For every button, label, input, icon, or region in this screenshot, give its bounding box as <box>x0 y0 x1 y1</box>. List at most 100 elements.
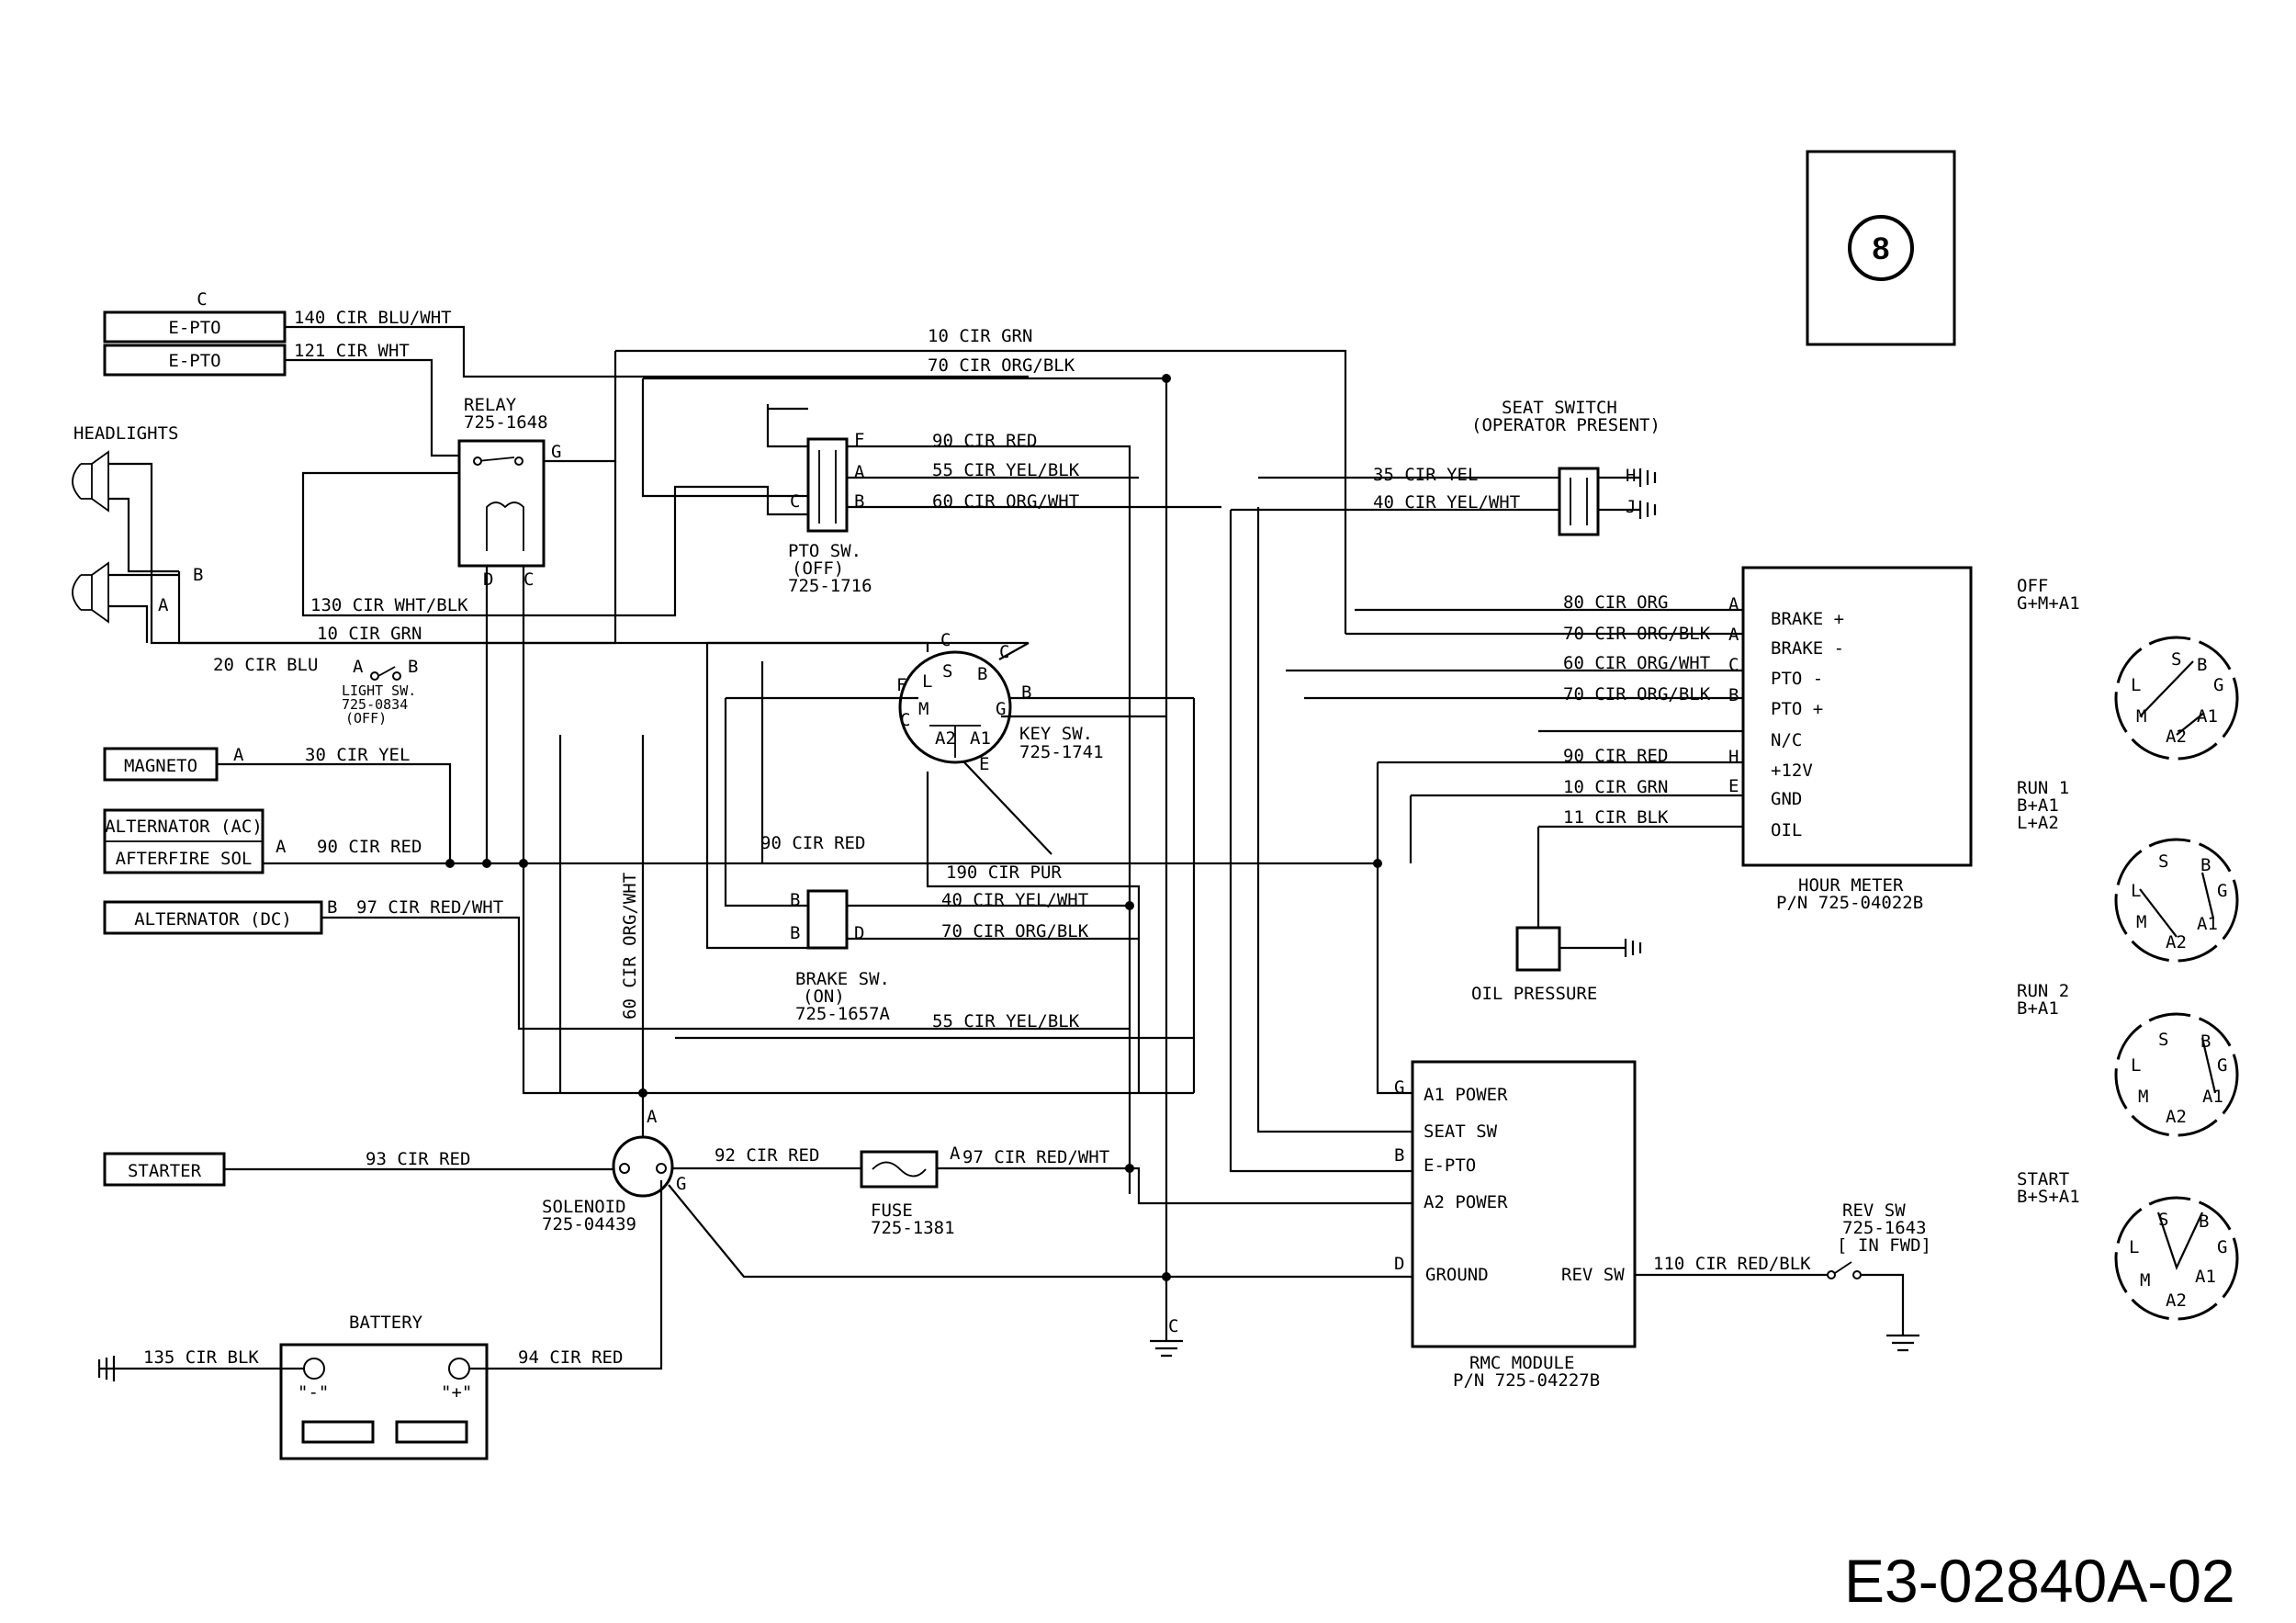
wire-55-low: 55 CIR YEL/BLK <box>932 1011 1080 1031</box>
headlight-2 <box>72 561 109 624</box>
oil-pressure-label: OIL PRESSURE <box>1471 984 1597 1004</box>
alternator-dc-label: ALTERNATOR (DC) <box>134 909 292 930</box>
key-pin-s: S <box>942 661 952 682</box>
brake-switch <box>806 889 849 950</box>
wire-97-fuse: 97 CIR RED/WHT <box>962 1147 1109 1167</box>
light-sw-part: 725-0834 <box>342 696 408 713</box>
pto-sw-name: PTO SW. <box>788 541 861 561</box>
key-dial-run1: S B L G M A1 A2 <box>2114 838 2239 963</box>
pto-switch <box>806 437 849 533</box>
hm-pin-6: H <box>1728 747 1739 767</box>
wire-11: 11 CIR BLK <box>1563 807 1669 828</box>
key-pin-c-top: C <box>940 630 951 650</box>
wire-20: 20 CIR BLU <box>213 655 318 675</box>
seat-switch-name: SEAT SWITCH <box>1502 398 1617 418</box>
pto-sw-part: 725-1716 <box>788 576 872 596</box>
pto-pin-b: B <box>854 491 864 512</box>
solenoid-pin-a: A <box>647 1107 658 1127</box>
page-number: 8 <box>1873 231 1890 266</box>
wire-94: 94 CIR RED <box>518 1347 623 1368</box>
key-pos-run2-name: RUN 2 <box>2017 981 2069 1001</box>
svg-text:B: B <box>2197 655 2207 675</box>
headlight-1 <box>72 450 109 513</box>
rmc-pin-d: D <box>1394 1254 1404 1274</box>
svg-text:L: L <box>2131 675 2141 695</box>
pto-pin-f: F <box>854 430 864 450</box>
svg-text:M: M <box>2140 1270 2150 1291</box>
alternator-ac-label: ALTERNATOR (AC) <box>105 817 263 837</box>
hm-pin-7: E <box>1728 776 1739 796</box>
svg-text:G: G <box>2213 675 2223 695</box>
battery-pos: "+" <box>441 1382 472 1403</box>
document-id: E3-02840A-02 <box>1844 1547 2235 1615</box>
e-pto-label-2: E-PTO <box>168 351 220 371</box>
solenoid-name: SOLENOID <box>542 1197 626 1217</box>
hour-meter <box>1741 566 1973 867</box>
hm-label-7: GND <box>1771 789 1802 809</box>
rev-sw-name: REV SW <box>1842 1200 1906 1221</box>
hm-label-1: BRAKE + <box>1771 609 1844 629</box>
wire-70-hm2: 70 CIR ORG/BLK <box>1563 684 1711 704</box>
seat-switch <box>1558 467 1600 536</box>
battery-cell-2 <box>395 1420 468 1444</box>
fuse-part: 725-1381 <box>871 1218 955 1238</box>
key-pos-run2-combo: B+A1 <box>2017 998 2059 1019</box>
wire-70-top: 70 CIR ORG/BLK <box>928 355 1075 376</box>
hm-label-3: PTO - <box>1771 669 1823 689</box>
svg-text:S: S <box>2158 1210 2168 1230</box>
magneto-pin: A <box>233 745 244 765</box>
afterfire-pin: A <box>276 837 287 857</box>
rev-sw-part: 725-1643 <box>1842 1218 1927 1238</box>
key-pos-start-combo: B+S+A1 <box>2017 1187 2080 1207</box>
svg-text:A1: A1 <box>2197 914 2218 934</box>
light-sw-state: (OFF) <box>345 710 387 727</box>
seat-pin-h: H <box>1626 466 1636 486</box>
brake-sw-part: 725-1657A <box>795 1004 891 1024</box>
magneto-label: MAGNETO <box>124 756 197 776</box>
hour-meter-terminals: A BRAKE + A BRAKE - C PTO - B PTO + N/C … <box>1728 594 1844 840</box>
rmc-pin-b: B <box>1394 1145 1404 1166</box>
wire-110: 110 CIR RED/BLK <box>1653 1254 1811 1274</box>
hm-pin-1: A <box>1728 594 1739 614</box>
battery-neg: "-" <box>298 1382 329 1403</box>
key-pin-f: F <box>896 675 906 695</box>
svg-text:G: G <box>2217 881 2227 901</box>
light-sw-name: LIGHT SW. <box>342 682 416 699</box>
brake-pin-d: D <box>854 923 864 943</box>
key-position-table: OFF G+M+A1 RUN 1 B+A1 L+A2 RUN 2 B+A1 ST… <box>2017 576 2080 1207</box>
wire-35: 35 CIR YEL <box>1373 465 1478 485</box>
key-switch <box>898 650 1012 764</box>
wire-60-hm: 60 CIR ORG/WHT <box>1563 653 1710 673</box>
hm-label-5: N/C <box>1771 730 1802 750</box>
hm-label-6: +12V <box>1771 761 1813 781</box>
key-pin-m: M <box>918 699 929 719</box>
rmc-term-4: A2 POWER <box>1424 1192 1508 1212</box>
key-pos-run1-name: RUN 1 <box>2017 778 2069 798</box>
solenoid-part: 725-04439 <box>542 1214 636 1234</box>
svg-text:B: B <box>2200 1031 2211 1052</box>
light-sw-pin-a: A <box>353 657 364 677</box>
wire-40-seat: 40 CIR YEL/WHT <box>1373 492 1520 513</box>
pto-pin-c: C <box>790 491 800 512</box>
rmc-term-1: A1 POWER <box>1424 1085 1508 1105</box>
page-number-box <box>1806 150 1956 346</box>
wire-30: 30 CIR YEL <box>305 745 410 765</box>
hm-pin-4: B <box>1728 685 1739 705</box>
fuse-pin-a: A <box>950 1144 961 1164</box>
rmc-term-5: GROUND <box>1425 1265 1489 1285</box>
key-pin-b-right: B <box>1021 682 1031 703</box>
ground-c-label: C <box>1168 1316 1178 1336</box>
wire-40-brake: 40 CIR YEL/WHT <box>941 890 1088 910</box>
hm-label-4: PTO + <box>1771 699 1823 719</box>
key-dial-start: S B L G M A1 A2 <box>2114 1196 2239 1321</box>
relay-pin-c: C <box>523 569 534 590</box>
wire-92: 92 CIR RED <box>715 1145 819 1166</box>
wire-70-brake: 70 CIR ORG/BLK <box>941 921 1089 941</box>
key-pos-run1-combo: B+A1 <box>2017 795 2059 816</box>
wire-190: 190 CIR PUR <box>946 862 1062 883</box>
starter-box <box>103 1152 226 1187</box>
key-pin-b-inner: B <box>977 664 987 684</box>
rmc-name: RMC MODULE <box>1469 1353 1574 1373</box>
light-sw-pin-b: B <box>408 657 418 677</box>
brake-pin-b1: B <box>790 890 800 910</box>
